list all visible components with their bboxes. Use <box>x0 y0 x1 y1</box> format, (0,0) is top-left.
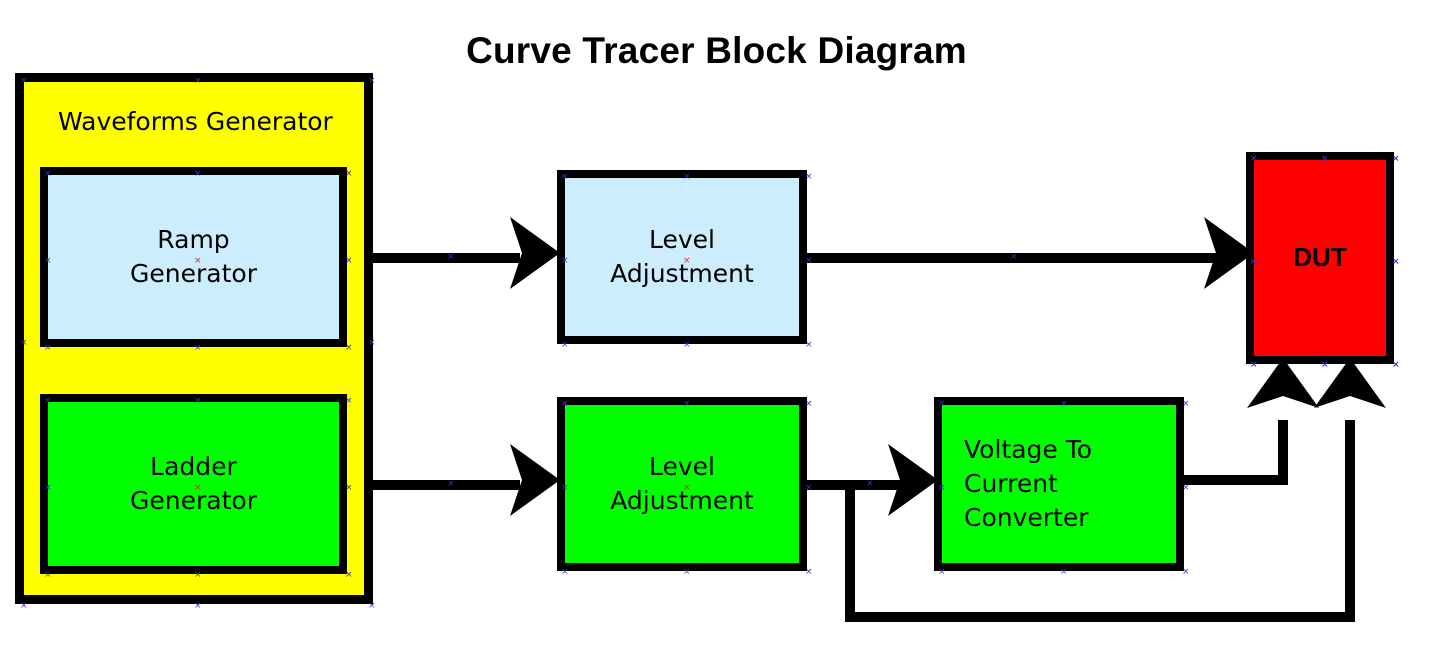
resize-handle-se[interactable] <box>1392 362 1399 369</box>
resize-handle-n[interactable] <box>194 78 201 85</box>
resize-handle-se[interactable] <box>1182 569 1189 576</box>
resize-handle-sw[interactable] <box>938 569 945 576</box>
resize-handle-ne[interactable] <box>1182 401 1189 408</box>
wire-v2i-output <box>1182 475 1288 485</box>
wire-feedback-drop <box>845 480 855 622</box>
arrowhead-level-bottom-to-v2i <box>870 440 938 520</box>
wire-feedback-rise <box>1345 420 1355 620</box>
block-label-line1: Ramp <box>157 225 230 254</box>
resize-handle-e[interactable] <box>368 340 375 347</box>
arrowhead-feedback-to-dut <box>1310 358 1390 426</box>
resize-handle-sw[interactable] <box>561 342 568 349</box>
resize-handle-se[interactable] <box>368 603 375 610</box>
block-label: Ladder Generator <box>124 450 263 518</box>
block-label: Level Adjustment <box>604 223 760 291</box>
block-label-line1: Ladder <box>150 452 237 481</box>
resize-handle-n[interactable] <box>683 174 690 181</box>
resize-handle-w[interactable] <box>44 485 51 492</box>
wire-ladder-to-level-bottom <box>340 480 520 490</box>
arrowhead-ramp-to-level-top <box>492 213 560 293</box>
resize-handle-nw[interactable] <box>561 401 568 408</box>
block-level-adjustment-current[interactable]: Level Adjustment <box>557 397 807 571</box>
block-label-line1: Level <box>649 452 715 481</box>
resize-handle-s[interactable] <box>194 603 201 610</box>
resize-handle-ne[interactable] <box>1392 156 1399 163</box>
wire-level-top-to-dut <box>805 253 1221 263</box>
resize-handle-w[interactable] <box>561 258 568 265</box>
block-label-line2: Adjustment <box>610 259 754 288</box>
block-label-line2: Adjustment <box>610 486 754 515</box>
arrowhead-ladder-to-level-bottom <box>492 440 560 520</box>
block-dut[interactable]: DUT <box>1246 152 1394 364</box>
block-label-line2: Generator <box>130 486 257 515</box>
resize-handle-se[interactable] <box>805 569 812 576</box>
resize-handle-n[interactable] <box>194 398 201 405</box>
resize-handle-e[interactable] <box>1182 485 1189 492</box>
block-voltage-to-current-converter[interactable]: Voltage To Current Converter <box>934 397 1184 571</box>
block-ladder-generator[interactable]: Ladder Generator <box>40 394 347 574</box>
resize-handle-nw[interactable] <box>20 78 27 85</box>
arrowhead-level-top-to-dut <box>1186 213 1254 293</box>
group-title: Waveforms Generator <box>58 107 333 136</box>
arrowhead-v2i-to-dut <box>1243 358 1323 426</box>
wire-level-bottom-to-v2i <box>805 480 915 490</box>
block-label: Voltage To Current Converter <box>942 433 1098 535</box>
resize-handle-nw[interactable] <box>44 171 51 178</box>
resize-handle-s[interactable] <box>683 342 690 349</box>
resize-handle-ne[interactable] <box>805 401 812 408</box>
resize-handle-s[interactable] <box>683 569 690 576</box>
resize-handle-n[interactable] <box>1321 156 1328 163</box>
block-label: DUT <box>1293 242 1347 273</box>
resize-handle-nw[interactable] <box>44 398 51 405</box>
resize-handle-w[interactable] <box>20 340 27 347</box>
resize-handle-sw[interactable] <box>20 603 27 610</box>
resize-handle-s[interactable] <box>1060 569 1067 576</box>
resize-handle-w[interactable] <box>44 258 51 265</box>
wire-v2i-rise <box>1278 420 1288 482</box>
resize-handle-se[interactable] <box>805 342 812 349</box>
block-label-line3: Converter <box>964 503 1089 532</box>
block-label: Ramp Generator <box>124 223 263 291</box>
resize-handle-n[interactable] <box>683 401 690 408</box>
block-label-line2: Current <box>964 469 1058 498</box>
page-title: Curve Tracer Block Diagram <box>466 30 967 71</box>
resize-handle-nw[interactable] <box>561 174 568 181</box>
resize-handle-w[interactable] <box>561 485 568 492</box>
wire-ramp-to-level-top <box>340 253 520 263</box>
resize-handle-n[interactable] <box>1060 401 1067 408</box>
block-label-line1: Voltage To <box>964 435 1093 464</box>
block-label: Level Adjustment <box>604 450 760 518</box>
block-ramp-generator[interactable]: Ramp Generator <box>40 167 347 347</box>
resize-handle-e[interactable] <box>1392 259 1399 266</box>
resize-handle-nw[interactable] <box>1250 156 1257 163</box>
block-level-adjustment-voltage[interactable]: Level Adjustment <box>557 170 807 344</box>
resize-handle-w[interactable] <box>1250 259 1257 266</box>
block-label-line1: Level <box>649 225 715 254</box>
resize-handle-nw[interactable] <box>938 401 945 408</box>
resize-handle-n[interactable] <box>194 171 201 178</box>
resize-handle-ne[interactable] <box>805 174 812 181</box>
resize-handle-sw[interactable] <box>561 569 568 576</box>
resize-handle-ne[interactable] <box>368 78 375 85</box>
wire-feedback-bottom <box>845 612 1355 622</box>
block-label-line2: Generator <box>130 259 257 288</box>
